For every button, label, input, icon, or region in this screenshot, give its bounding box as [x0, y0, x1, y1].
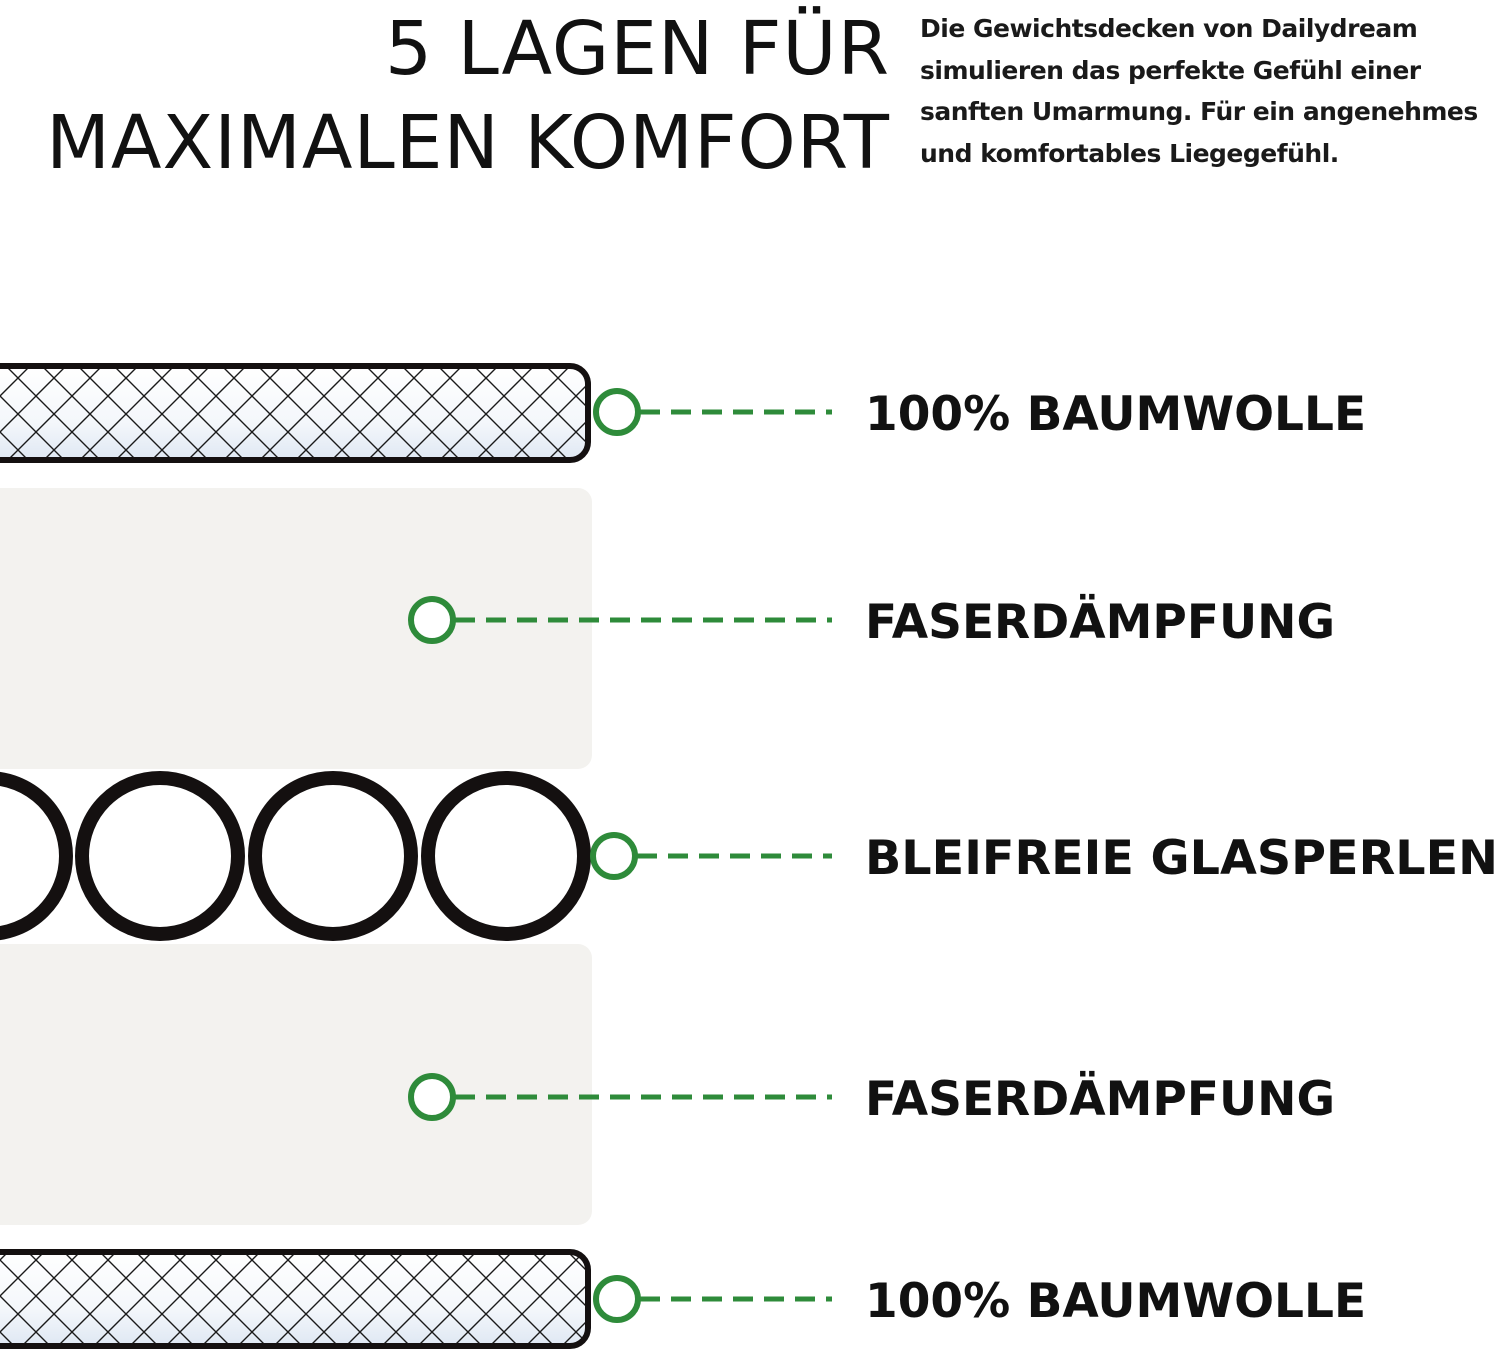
glass-bead-layer — [0, 771, 591, 941]
callout-2: FASERDÄMPFUNG — [408, 595, 1335, 650]
headline-line-2: MAXIMALEN KOMFORT — [46, 100, 890, 186]
layer-label-3: BLEIFREIE GLASPERLEN — [865, 831, 1498, 886]
layer-label-2: FASERDÄMPFUNG — [865, 595, 1335, 650]
glass-bead — [75, 771, 245, 941]
marker-circle-icon — [408, 596, 456, 644]
fiber-layer-top — [0, 488, 592, 769]
intro-line-3: sanften Umarmung. Für ein angenehmes — [920, 97, 1478, 126]
intro-line-2: simulieren das perfekte Gefühl einer — [920, 55, 1421, 85]
intro-line-1: Die Gewichtsdecken von Dailydream — [920, 14, 1418, 43]
callout-5: 100% BAUMWOLLE — [593, 1274, 1366, 1329]
marker-circle-icon — [408, 1073, 456, 1121]
layer-label-5: 100% BAUMWOLLE — [865, 1274, 1366, 1329]
cotton-layer-bottom — [0, 1249, 591, 1349]
callout-3: BLEIFREIE GLASPERLEN — [590, 831, 1498, 886]
layer-label-1: 100% BAUMWOLLE — [865, 387, 1366, 442]
marker-circle-icon — [593, 1275, 641, 1323]
fiber-layer-bottom — [0, 944, 592, 1225]
layer-label-4: FASERDÄMPFUNG — [865, 1072, 1335, 1127]
intro-line-4: und komfortables Liegegefühl. — [920, 138, 1339, 168]
intro-text: Die Gewichtsdecken von Dailydream simuli… — [920, 8, 1500, 174]
glass-bead — [0, 771, 73, 941]
callout-4: FASERDÄMPFUNG — [408, 1072, 1335, 1127]
glass-bead — [421, 771, 591, 941]
headline-line-1: 5 LAGEN FÜR — [385, 6, 890, 92]
glass-bead — [248, 771, 418, 941]
headline: 5 LAGEN FÜR MAXIMALEN KOMFORT — [46, 2, 890, 190]
marker-circle-icon — [593, 388, 641, 436]
marker-circle-icon — [590, 832, 638, 880]
callout-1: 100% BAUMWOLLE — [593, 387, 1366, 442]
cotton-layer-top — [0, 363, 591, 463]
